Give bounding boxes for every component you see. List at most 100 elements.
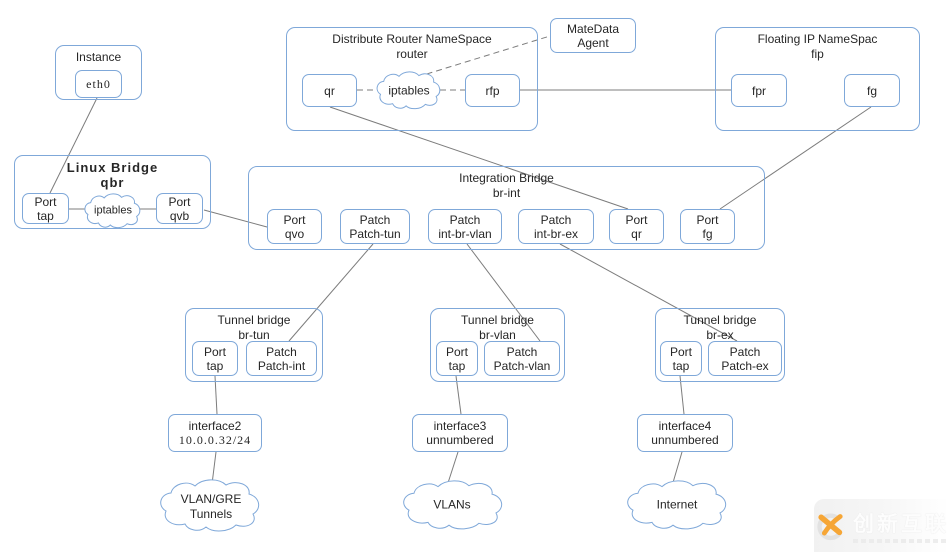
fg-label: fg [866,83,877,98]
line-interface3-to-vlans [446,451,459,487]
line-patchtun-to-patchint [288,243,374,342]
fpr-label: fpr [751,83,766,98]
port-tap-br-tun: Port tap [192,341,238,376]
interface4-detail: unnumbered [651,433,719,447]
fg-label: fg [702,226,713,241]
int-br-vlan-label: int-br-vlan [438,226,492,241]
patch-label: Patch [729,344,761,359]
linux-bridge-name: qbr [100,175,125,190]
interface3-box: interface3 unnumbered [412,414,508,452]
tunnel-bridge-br-ex-box: Tunnel bridge br-ex [655,308,785,382]
integration-bridge-box: Integration Bridge br-int [248,166,765,250]
fpr-node: fpr [731,74,787,107]
port-label: Port [696,212,719,227]
tap-label: tap [448,358,466,373]
qvb-label: qvb [169,208,190,223]
patch-tun-label: Patch-tun [349,226,401,241]
line-fg-to-port-fg [719,106,872,210]
line-intbrex-to-patchex [559,243,738,342]
port-fg: Port fg [680,209,735,244]
floating-ns-title: Floating IP NameSpac [757,32,878,46]
port-qr: Port qr [609,209,664,244]
patch-vlan-label: Patch-vlan [493,358,551,373]
line-qr-to-port-qr [329,106,629,210]
logo-subtext-strip [853,539,949,543]
port-label: Port [445,344,468,359]
tunnel-bridge-br-tun-box: Tunnel bridge br-tun [185,308,323,382]
qr-label: qr [631,226,642,241]
patch-int-br-vlan: Patch int-br-vlan [428,209,502,244]
port-label: Port [283,212,306,227]
dashed-connector-lines [357,35,551,91]
floating-ns-name: fip [811,47,824,61]
br-ex-title: Tunnel bridge [683,313,757,327]
tap-label: tap [672,358,690,373]
interface2-ip: 10.0.0.32/24 [178,433,252,447]
patch-label: Patch [449,212,481,227]
qvo-label: qvo [284,226,305,241]
logo-icon [817,512,845,540]
eth0-label: eth0 [86,77,111,91]
instance-title: Instance [75,50,122,64]
br-int-title: Integration Bridge [459,171,554,185]
patch-ex-label: Patch-ex [721,358,769,373]
br-vlan-name: br-vlan [479,328,516,342]
line-qvb-to-qvo [203,209,268,228]
port-qvb: Port qvb [156,193,203,224]
interface4-label: interface4 [658,419,712,433]
dashed-iptables-to-metadata [416,35,551,78]
br-vlan-title: Tunnel bridge [461,313,534,327]
router-namespace-box: Distribute Router NameSpace router [286,27,538,131]
qr-label: qr [324,83,335,98]
linux-bridge-title: Linux Bridge [66,160,159,175]
line-tap-to-interface3 [455,375,462,415]
patch-label: Patch [506,344,538,359]
metadata-label: MateData [566,21,620,36]
logo-x-stroke-2 [821,513,843,536]
port-tap-linux-bridge: Port tap [22,193,69,224]
iptables-label-router: iptables [388,83,430,98]
br-int-name: br-int [492,186,521,200]
patch-int-br-ex: Patch int-br-ex [518,209,594,244]
interface3-detail: unnumbered [426,433,494,447]
line-tap-to-interface2 [214,375,218,415]
patch-int-label: Patch-int [257,358,306,373]
linux-bridge-box: Linux Bridge qbr [14,155,211,229]
router-ns-name: router [396,47,428,61]
port-label: Port [168,194,191,209]
line-tap-to-interface4 [679,375,685,415]
iptables-label-linux-bridge: iptables [94,204,132,217]
tunnel-bridge-br-vlan-box: Tunnel bridge br-vlan [430,308,565,382]
vlan-gre-tunnels-label: VLAN/GRE Tunnels [181,492,242,522]
patch-label: Patch [266,344,297,359]
tap-label: tap [206,358,224,373]
agent-label: Agent [577,35,609,50]
patch-patch-ex: Patch Patch-ex [708,341,782,376]
patch-patch-int: Patch Patch-int [246,341,317,376]
router-ns-title: Distribute Router NameSpace [332,32,492,46]
br-tun-name: br-tun [238,328,270,342]
tap-label: tap [37,208,54,223]
port-tap-br-vlan: Port tap [436,341,478,376]
int-br-ex-label: int-br-ex [533,226,578,241]
tunnels-line2: Tunnels [189,507,233,521]
rfp-label: rfp [485,83,500,98]
eth0-port: eth0 [75,70,122,98]
interface4-box: interface4 unnumbered [637,414,733,452]
logo-text: 创新互联 [853,513,949,536]
port-label: Port [203,344,226,359]
vlans-label: VLANs [433,497,471,512]
br-tun-title: Tunnel bridge [217,313,291,327]
patch-label: Patch [359,212,391,227]
rfp-node: rfp [465,74,520,107]
vlan-gre-line1: VLAN/GRE [180,492,242,506]
patch-patch-vlan: Patch Patch-vlan [484,341,560,376]
patch-label: Patch [540,212,572,227]
floating-ip-namespace-box: Floating IP NameSpac fip [715,27,920,131]
interface3-label: interface3 [433,419,487,433]
interface2-label: interface2 [188,419,242,433]
line-interface2-to-tunnels [211,451,217,485]
interface2-box: interface2 10.0.0.32/24 [168,414,262,452]
